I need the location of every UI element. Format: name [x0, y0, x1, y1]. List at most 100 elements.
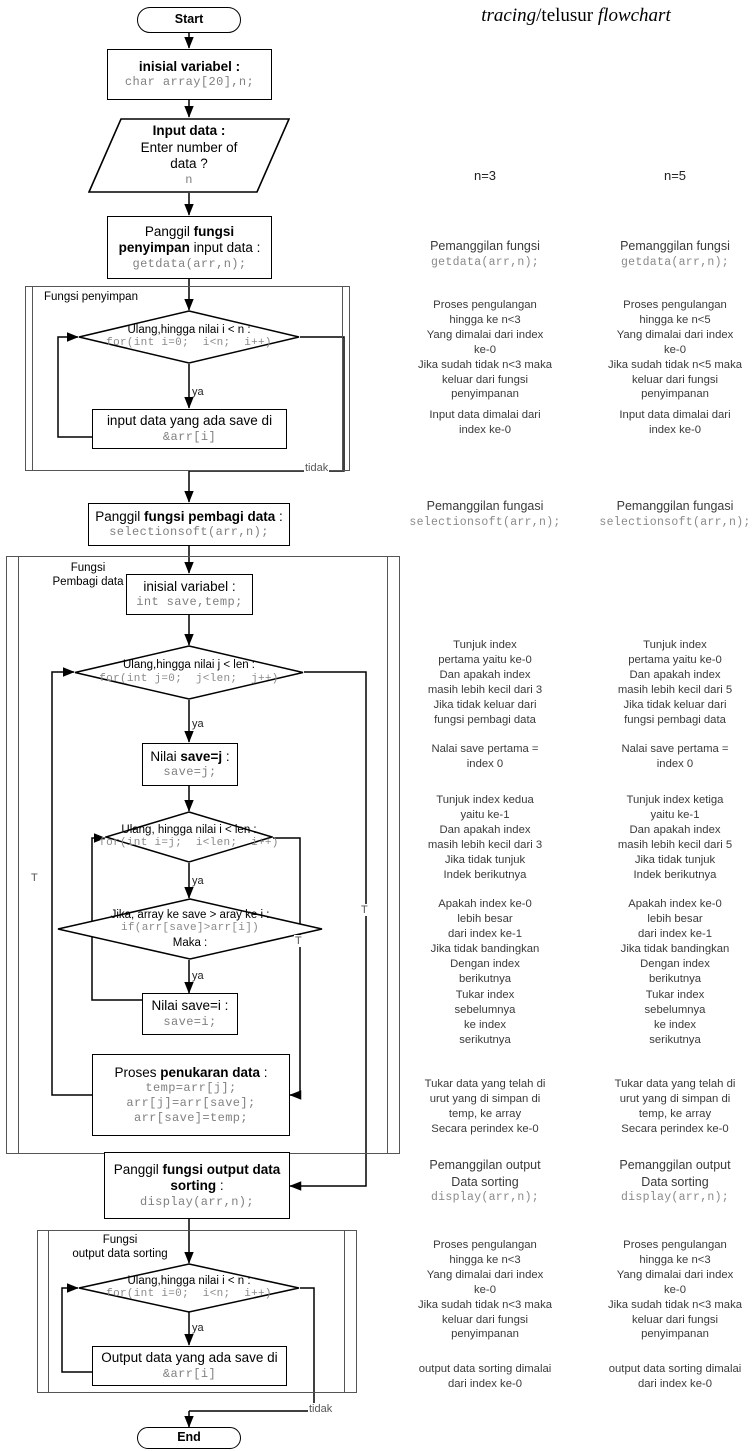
call-getdata-t1: Panggil [144, 223, 194, 239]
annotation-line: Dengan index [450, 957, 520, 970]
function-output-frame [37, 1230, 357, 1393]
call-display-b2: sorting [170, 1178, 217, 1194]
call-display-t1: Panggil [113, 1161, 163, 1177]
function-output-label-line2: output data sorting [72, 1247, 168, 1260]
swap-code-1: temp=arr[j]; [145, 1081, 237, 1096]
annotation-line: lebih besar [457, 912, 513, 925]
annotation-line: Tunjuk index kedua [436, 794, 534, 806]
annotation-line: index 0 [656, 757, 694, 770]
annotation-line: fungsi pembagi data [624, 713, 726, 726]
input-data-text: Input data : Enter number of data ? n [88, 118, 290, 193]
annotation-line: Indek berikutnya [633, 868, 717, 881]
swap-t1: Proses [114, 1064, 161, 1080]
compare-decision: Jika, array ke save > aray ke i : if(arr… [57, 898, 323, 960]
call-sort-b1: fungsi pembagi data [144, 508, 276, 524]
input-save-title: input data yang ada save di [106, 413, 273, 429]
end-label: End [177, 1430, 201, 1445]
function-store-frame-inner [32, 286, 343, 471]
annotation-line: Apakah index ke-0 [438, 898, 532, 910]
start-terminator: Start [137, 7, 241, 33]
diamond-shape [74, 645, 304, 700]
init-save-temp-box: inisial variabel : int save,temp; [126, 574, 253, 615]
annotation-line: penyimpanan [641, 1328, 709, 1341]
annotation-line: Dengan index [640, 957, 710, 970]
annotation-line: Jika sudah tidak n<5 maka [607, 358, 743, 371]
function-output-label: Fungsi output data sorting [50, 1234, 190, 1262]
call-selectionsort-box: Panggil fungsi pembagi data : selections… [88, 503, 290, 546]
annotation-call-code: display(arr,n); [430, 1191, 540, 1204]
parallelogram-shape [87, 118, 291, 193]
annotation-line: Tukar data yang telah di [614, 1078, 736, 1090]
edge-label-ya-4: ya [192, 970, 204, 982]
annotation-line: keluar dari fungsi [441, 373, 529, 386]
annotation-call-head-1: Pemanggilan output [429, 1158, 541, 1172]
annotation-line: ke-0 [664, 343, 686, 356]
call-display-line1: Panggil fungsi output data [114, 1162, 281, 1178]
call-display-box: Panggil fungsi output data sorting : dis… [104, 1152, 290, 1219]
loop-j-len-decision: Ulang,hingga nilai j < len : for(int j=0… [74, 645, 304, 700]
annotation-line: hingga ke n<3 [639, 1253, 711, 1266]
edge-label-tidak-1: tidak [304, 462, 330, 474]
loop-i-len-decision: Ulang, hingga nilai i < len : for(int i=… [99, 811, 278, 863]
call-getdata-t2: penyimpan [118, 240, 190, 256]
annotation-line: Dan apakah index [629, 668, 721, 681]
annotation-line: index 0 [466, 757, 504, 770]
annotation-line: dari index ke-0 [447, 1377, 523, 1390]
loop-i-n-decision: Ulang,hingga nilai i < n : for(int i=0; … [78, 310, 300, 364]
annotation-line: berikutnya [648, 972, 702, 985]
annotation-call-head: Pemanggilan fungsi [430, 239, 540, 253]
annotation-block-c2-3: Input data dimalai dari index ke-0 [595, 408, 753, 438]
input-data-parallelogram: Input data : Enter number of data ? n [87, 118, 291, 193]
input-data-line3: data ? [170, 156, 208, 172]
annotation-line: Tukar data yang telah di [424, 1078, 546, 1090]
annotation-line: yaitu ke-1 [460, 808, 510, 821]
annotation-line: output data sorting dimalai [608, 1363, 742, 1375]
annotation-line: index ke-0 [648, 423, 702, 436]
annotation-line: serikutnya [649, 1033, 701, 1046]
annotation-line: ke index [463, 1018, 507, 1031]
annotation-line: Jika tidak keluar dari [623, 698, 727, 711]
annotation-block-c1-6: Nalai save pertama =index 0 [405, 742, 565, 772]
annotation-line: Jika tidak tunjuk [634, 853, 716, 866]
annotation-call-head: Pemanggilan fungsi [620, 239, 730, 253]
annotation-line: penyimpanan [451, 1328, 519, 1341]
init-variable-box: inisial variabel : char array[20],n; [107, 49, 272, 100]
save-i-code: save=i; [163, 1014, 217, 1029]
annotation-line: keluar dari fungsi [441, 1313, 529, 1326]
function-store-label: Fungsi penyimpan [44, 291, 138, 303]
annotation-line: ke-0 [474, 1283, 496, 1296]
annotation-call-head-1: Pemanggilan output [619, 1158, 731, 1172]
annotation-block-c2-6: Nalai save pertama = index 0 [595, 742, 753, 772]
annotation-line: Proses pengulangan [433, 299, 537, 311]
page-title: tracing/telusur flowchart [406, 5, 746, 27]
annotation-line: lebih besar [647, 912, 703, 925]
function-output-frame-inner [48, 1230, 345, 1393]
init-save-temp-title: inisial variabel : [143, 578, 236, 594]
annotation-line: Yang dimalai dari index [616, 1268, 734, 1281]
save-j-code: save=j; [163, 765, 217, 780]
annotation-line: temp, ke array [448, 1107, 522, 1120]
title-part-tracing: tracing [481, 5, 537, 26]
swap-data-box: Proses penukaran data : temp=arr[j]; arr… [92, 1054, 290, 1136]
annotation-call-code: selectionsoft(arr,n); [409, 515, 561, 529]
annotation-line: Jika tidak bandingkan [430, 942, 540, 955]
annotation-line: Jika tidak keluar dari [433, 698, 537, 711]
save-i-title: Nilai save=i : [151, 998, 229, 1014]
annotation-line: index ke-0 [458, 423, 512, 436]
annotation-line: Dan apakah index [439, 668, 531, 681]
call-display-code: display(arr,n); [139, 1194, 255, 1209]
save-j-t2: : [222, 748, 230, 764]
input-data-code: n [185, 173, 193, 188]
call-getdata-box: Panggil fungsi penyimpan input data : ge… [107, 216, 272, 279]
annotation-line: Nalai save pertama = [621, 743, 729, 755]
annotation-call-head-2: Data sorting [641, 1174, 709, 1189]
annotation-column-header-1: n=3 [473, 168, 497, 183]
call-display-t2: : [216, 1178, 224, 1194]
annotation-line: Input data dimalai dari [619, 409, 731, 421]
